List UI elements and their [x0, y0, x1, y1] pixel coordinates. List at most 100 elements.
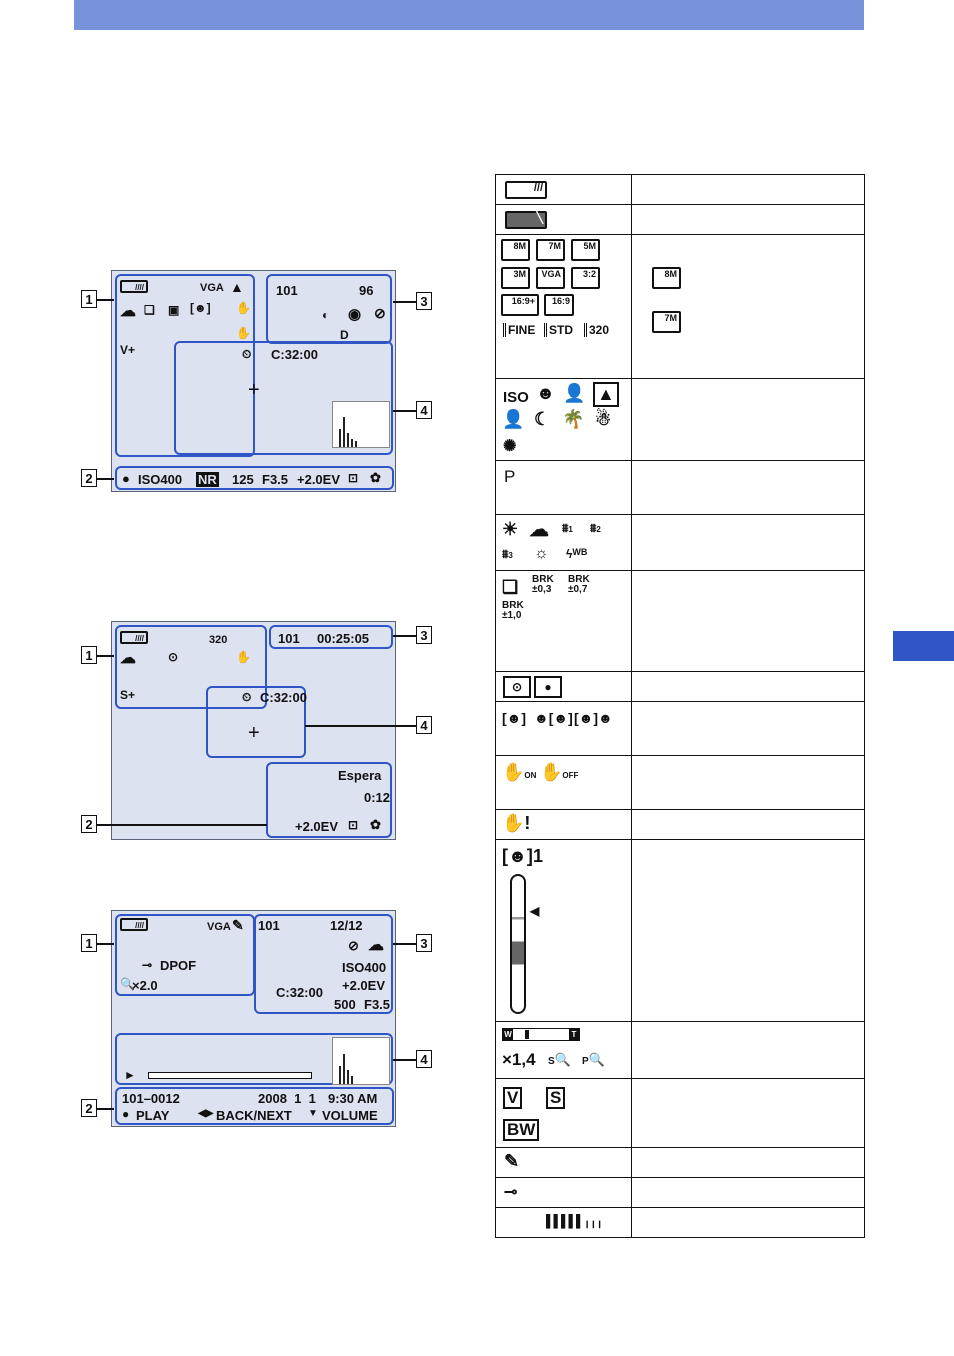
- smile-sensitivity-bar: [510, 874, 526, 1014]
- back-next-label: BACK/NEXT: [216, 1108, 292, 1123]
- table-row: 8M 7M 5M 3M VGA 3:2 16:9+ 16:9 FINE STD …: [495, 234, 865, 379]
- fireworks-icon: ✺: [503, 438, 517, 455]
- protect-key-icon: ⊸: [142, 958, 153, 972]
- shutter-label: 125: [232, 472, 254, 487]
- table-row: ///: [495, 174, 865, 205]
- dpof-icon: D: [340, 328, 349, 342]
- area-1-panel: [115, 625, 267, 709]
- callout-3: 3: [416, 292, 432, 310]
- chapter-tab: [893, 631, 954, 661]
- smile-detection-icon: [☻]1: [502, 846, 543, 866]
- callout-line-3: [393, 943, 416, 945]
- table-row: [☻] ☻[☻] [☻]☻: [495, 701, 865, 756]
- white-balance-icon: ☁: [120, 650, 136, 667]
- table-row: P: [495, 460, 865, 515]
- ev-label: +2.0EV: [297, 472, 341, 487]
- steadyshot-warning-icon: ✋: [236, 326, 251, 340]
- steadyshot-on-icon: ✋ON: [502, 762, 537, 782]
- protect-pen-icon: ✎: [232, 917, 244, 933]
- black-white-icon: BW: [503, 1119, 540, 1141]
- folder-label: 101: [278, 631, 300, 646]
- sensitivity-pointer-icon: ◀: [530, 904, 540, 918]
- dpof-label: DPOF: [160, 958, 197, 973]
- standby-label: Espera: [338, 768, 382, 783]
- bracket-07-icon: BRK ±0,7: [568, 574, 590, 595]
- callout-1: 1: [81, 934, 97, 952]
- size-7m-icon: 7M: [652, 311, 681, 333]
- folder-label: 101: [276, 283, 298, 298]
- table-row: ✋!: [495, 809, 865, 840]
- fluorescent-3-icon: ⩩3: [502, 547, 513, 561]
- area-3-panel: [269, 625, 393, 649]
- volume-level-icon: ▌▌▌▌▌╷╷╷: [546, 1214, 603, 1228]
- pen-icon: ✎: [504, 1151, 520, 1171]
- dro-icon: ◐: [322, 308, 330, 322]
- af-cross-icon: +: [248, 379, 260, 401]
- rec-dot-icon: ●: [122, 471, 130, 486]
- record-date: 2008 1 1: [258, 1091, 316, 1106]
- remaining-time: 00:25:05: [317, 631, 370, 646]
- zoom-scale-bar: W T: [502, 1028, 580, 1041]
- flash-off-icon: ⊘: [374, 305, 386, 321]
- file-number: 101–0012: [122, 1091, 180, 1106]
- record-time: C:32:00: [271, 347, 318, 362]
- camera-shake-warning-icon: ✋!: [502, 813, 531, 833]
- callout-3: 3: [416, 934, 432, 952]
- macro-icon: ✿: [370, 470, 381, 485]
- battery-empty-icon: ╲: [505, 211, 547, 229]
- high-iso-icon: ISO: [503, 389, 529, 406]
- record-clock: 9:30 AM: [328, 1091, 378, 1106]
- area-4-panel: [174, 341, 393, 455]
- aperture-label: F3.5: [364, 997, 391, 1012]
- metering-icon: ▣: [168, 303, 180, 317]
- callout-line-1: [97, 943, 114, 945]
- table-row: ╲: [495, 204, 865, 235]
- area-2-panel: [115, 1087, 394, 1125]
- nr-label: NR: [196, 472, 219, 487]
- size-8m-icon: 8M: [501, 239, 530, 261]
- callout-line-4: [305, 725, 416, 727]
- table-row: ⊸: [495, 1177, 865, 1208]
- volume-label: VOLUME: [322, 1108, 378, 1123]
- callout-line-3: [393, 301, 416, 303]
- landscape-icon: ▲: [593, 382, 619, 407]
- bracket-10-icon: BRK ±1,0: [502, 600, 524, 621]
- aperture-label: F3.5: [262, 472, 289, 487]
- metering-icon: ⊙: [168, 650, 179, 664]
- twilight-icon: ☾: [534, 409, 551, 429]
- face-detect-adult-icon: [☻]☻: [574, 710, 613, 726]
- smile-icon: ☻: [536, 383, 555, 403]
- flash-wb-icon: ϟWB: [566, 547, 588, 561]
- metering-mode-icon: ⊡: [348, 471, 359, 485]
- table-row: ▌▌▌▌▌╷╷╷: [495, 1207, 865, 1238]
- playback-progress-bar[interactable]: [148, 1072, 312, 1079]
- face-detection-icon: [☻]: [190, 301, 211, 315]
- landscape-icon: ▲: [230, 279, 244, 295]
- table-row: ⊙ ●: [495, 671, 865, 702]
- play-icon[interactable]: ►: [124, 1068, 136, 1082]
- area-4-panel: [115, 1033, 393, 1085]
- face-detect-auto-icon: [☻]: [502, 710, 527, 726]
- self-timer-icon: ⏲: [242, 690, 252, 704]
- callout-1: 1: [81, 646, 97, 664]
- program-auto-label: P: [504, 467, 516, 486]
- face-detect-child-icon: ☻[☻]: [534, 710, 573, 726]
- area-2-panel: [115, 466, 394, 490]
- cloudy-icon: ☁: [529, 519, 549, 541]
- histogram: [332, 401, 390, 448]
- table-row: ☀ ☁ ⩩1 ⩩2 ⩩3 ☼ ϟWB: [495, 514, 865, 571]
- size-8m-icon: 8M: [652, 267, 681, 289]
- soft-snap-icon: 👤: [563, 383, 586, 403]
- size-3m-icon: 3M: [501, 267, 530, 289]
- self-timer-icon: ⏲: [242, 347, 252, 361]
- fluorescent-2-icon: ⩩2: [590, 521, 601, 535]
- table-row: ❏ BRK ±0,3 BRK ±0,7 BRK ±1,0: [495, 570, 865, 672]
- play-dot-icon: ●: [122, 1107, 130, 1121]
- steadyshot-off-icon: ✋: [236, 650, 251, 664]
- red-eye-icon: ◉: [348, 306, 362, 323]
- protect-key-icon: ⊸: [504, 1184, 518, 1201]
- incandescent-icon: ☼: [534, 545, 549, 562]
- size-3-2-icon: 3:2: [571, 267, 600, 289]
- callout-line-4: [393, 1059, 416, 1061]
- snow-icon: ☃: [595, 409, 612, 429]
